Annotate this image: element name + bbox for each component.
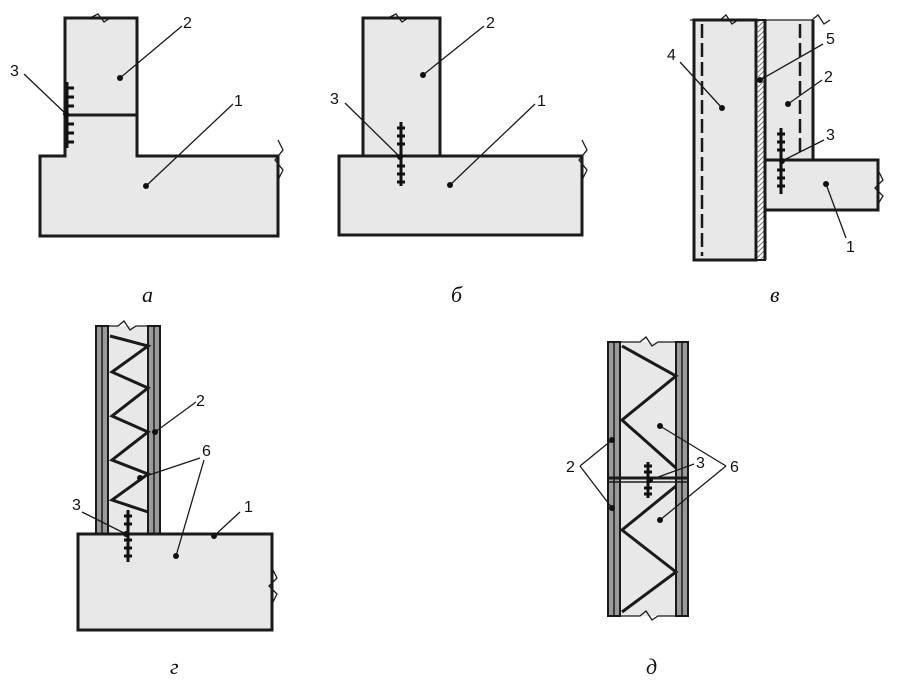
panel-b-label-2: 2 [486, 15, 495, 32]
panel-b-slab [337, 154, 584, 237]
panel-a-break-top [89, 13, 111, 23]
panel-d: 2 3 6 д [566, 336, 739, 679]
panel-a-label-3: 3 [10, 63, 19, 80]
panel-v-label-5: 5 [826, 31, 835, 48]
panel-a-label-1: 1 [234, 93, 243, 110]
panel-v-leaf-4 [692, 18, 758, 262]
panel-d-truss-lower [619, 484, 679, 614]
panel-v-caption: в [770, 282, 780, 307]
panel-v-break-right [874, 169, 884, 205]
panel-b-anchor [397, 122, 405, 186]
panel-v: 4 5 2 3 1 в [667, 14, 884, 307]
panel-a-caption: а [142, 282, 153, 307]
panel-g-break-top [96, 320, 160, 331]
panel-g-label-6: 6 [202, 443, 211, 460]
panel-g-slab [76, 532, 274, 632]
panel-b: 2 1 3 б [330, 13, 588, 307]
panel-g: 2 6 3 1 г [72, 320, 278, 679]
panel-g-truss [108, 334, 152, 514]
panel-v-break-top [690, 14, 831, 25]
panel-v-label-4: 4 [667, 47, 676, 64]
panel-d-break-top [608, 336, 688, 347]
panel-v-label-1: 1 [846, 239, 855, 256]
panel-a-wall [63, 16, 139, 117]
panel-d-truss-upper [619, 344, 679, 470]
panel-a: 2 1 3 а [10, 13, 284, 307]
panel-g-label-1: 1 [244, 499, 253, 516]
panel-d-label-3: 3 [696, 455, 705, 472]
panel-g-label-2: 2 [196, 393, 205, 410]
panel-a-break-right [274, 139, 284, 181]
panel-b-caption: б [451, 282, 463, 307]
panel-d-break-bottom [608, 610, 688, 621]
panel-b-label-3: 3 [330, 91, 339, 108]
panel-g-label-3: 3 [72, 497, 81, 514]
panel-b-break-top [387, 13, 409, 23]
panel-d-label-6: 6 [730, 459, 739, 476]
panel-g-caption: г [170, 654, 179, 679]
panel-d-label-2: 2 [566, 459, 575, 476]
panel-a-label-2: 2 [183, 15, 192, 32]
panel-v-label-2: 2 [824, 69, 833, 86]
panel-d-caption: д [646, 654, 657, 679]
panel-g-break-right [268, 567, 278, 605]
panel-v-label-3: 3 [826, 127, 835, 144]
panel-a-slab [38, 113, 280, 238]
panel-b-label-1: 1 [537, 93, 546, 110]
panel-b-break-right [578, 139, 588, 181]
